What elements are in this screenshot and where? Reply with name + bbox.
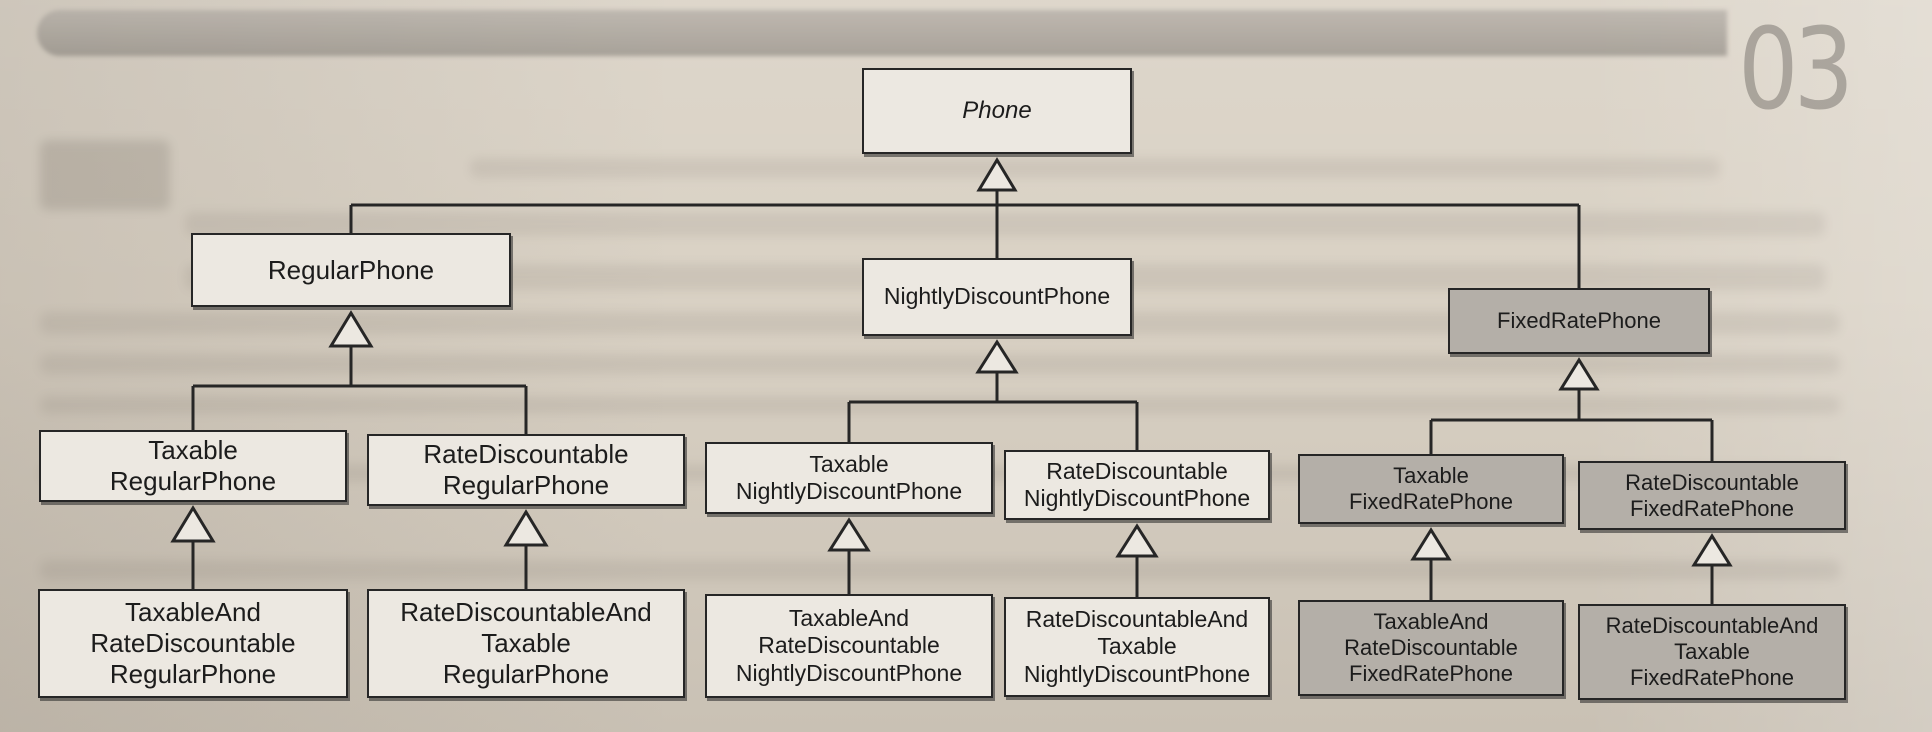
bleed-through-text — [40, 560, 1840, 580]
class-name-line: TaxableAnd — [1373, 609, 1489, 635]
class-name-line: RateDiscountableAnd — [1605, 613, 1819, 639]
class-name-line: RateDiscountable — [1344, 635, 1518, 661]
inheritance-arrow-taxable-regular-phone — [170, 505, 216, 543]
inheritance-arrow-rate-discountable-nightly-discount-phone — [1115, 523, 1159, 558]
inheritance-arrow-taxable-nightly-discount-phone — [827, 517, 871, 552]
class-taxable-fixed-rate-phone: Taxable FixedRatePhone — [1298, 454, 1564, 524]
class-name-line: Taxable — [809, 450, 889, 477]
bleed-through-text — [40, 140, 170, 210]
class-taxable-and-rate-discountable-nightly-discount-phone: TaxableAnd RateDiscountable NightlyDisco… — [705, 594, 993, 698]
class-name-line: FixedRatePhone — [1349, 660, 1513, 686]
class-name-line: Taxable — [1674, 639, 1750, 665]
class-name-line: RegularPhone — [109, 658, 277, 689]
inheritance-arrow-rate-discountable-regular-phone — [503, 509, 549, 547]
bleed-through-text — [470, 158, 1720, 178]
class-name-line: FixedRatePhone — [1630, 495, 1794, 521]
class-name-line: RegularPhone — [442, 470, 610, 500]
class-regular-phone: RegularPhone — [191, 233, 511, 307]
class-name-line: NightlyDiscountPhone — [735, 478, 963, 504]
class-name-line: RateDiscountable — [758, 632, 940, 659]
class-name-line: FixedRatePhone — [1349, 489, 1513, 514]
class-name-line: RegularPhone — [109, 466, 277, 496]
class-name-line: RateDiscountable — [423, 439, 629, 470]
page-header-band — [37, 10, 1727, 56]
class-name-line: Taxable — [481, 628, 571, 659]
class-name-line: NightlyDiscountPhone — [735, 659, 963, 686]
class-rate-discountable-and-taxable-nightly-discount-phone: RateDiscountableAnd Taxable NightlyDisco… — [1004, 597, 1270, 697]
class-taxable-and-rate-discountable-fixed-rate-phone: TaxableAnd RateDiscountable FixedRatePho… — [1298, 600, 1564, 696]
class-name-line: Phone — [962, 96, 1032, 124]
class-nightly-discount-phone: NightlyDiscountPhone — [862, 258, 1132, 336]
class-rate-discountable-nightly-discount-phone: RateDiscountable NightlyDiscountPhone — [1004, 450, 1270, 520]
class-name-line: RegularPhone — [267, 254, 435, 285]
inheritance-arrow-rate-discountable-fixed-rate-phone — [1691, 533, 1733, 567]
chapter-number: 03 — [1738, 5, 1854, 135]
bleed-through-text — [40, 396, 1840, 414]
class-name-line: Taxable — [1097, 633, 1177, 660]
class-name-line: TaxableAnd — [125, 597, 261, 628]
class-taxable-and-rate-discountable-regular-phone: TaxableAnd RateDiscountable RegularPhone — [38, 589, 348, 698]
class-name-line: NightlyDiscountPhone — [883, 283, 1111, 310]
bleed-through-text — [40, 354, 1840, 374]
class-name-line: Taxable — [1393, 463, 1469, 489]
class-name-line: RegularPhone — [442, 658, 610, 689]
class-name-line: RateDiscountable — [90, 628, 296, 659]
class-fixed-rate-phone: FixedRatePhone — [1448, 288, 1710, 354]
class-name-line: RateDiscountable — [1046, 457, 1228, 484]
inheritance-arrow-nightly-discount-phone — [975, 339, 1019, 374]
class-taxable-regular-phone: Taxable RegularPhone — [39, 430, 347, 502]
class-name-line: NightlyDiscountPhone — [1023, 485, 1251, 511]
class-phone: Phone — [862, 68, 1132, 154]
class-name-line: TaxableAnd — [788, 605, 910, 632]
class-rate-discountable-and-taxable-regular-phone: RateDiscountableAnd Taxable RegularPhone — [367, 589, 685, 698]
inheritance-arrow-taxable-fixed-rate-phone — [1410, 527, 1452, 561]
class-rate-discountable-and-taxable-fixed-rate-phone: RateDiscountableAnd Taxable FixedRatePho… — [1578, 604, 1846, 700]
class-name-line: FixedRatePhone — [1497, 308, 1661, 334]
class-name-line: RateDiscountable — [1625, 469, 1799, 495]
class-name-line: FixedRatePhone — [1630, 664, 1794, 690]
class-name-line: RateDiscountableAnd — [1025, 606, 1249, 633]
class-name-line: NightlyDiscountPhone — [1023, 660, 1251, 687]
inheritance-arrow-regular-phone — [328, 310, 374, 348]
class-name-line: RateDiscountableAnd — [400, 597, 652, 628]
inheritance-arrow-phone — [976, 157, 1018, 192]
class-rate-discountable-fixed-rate-phone: RateDiscountable FixedRatePhone — [1578, 461, 1846, 530]
bleed-through-text — [185, 212, 1825, 236]
class-taxable-nightly-discount-phone: Taxable NightlyDiscountPhone — [705, 442, 993, 514]
class-name-line: Taxable — [148, 435, 238, 466]
inheritance-arrow-fixed-rate-phone — [1558, 357, 1600, 391]
class-rate-discountable-regular-phone: RateDiscountable RegularPhone — [367, 434, 685, 506]
